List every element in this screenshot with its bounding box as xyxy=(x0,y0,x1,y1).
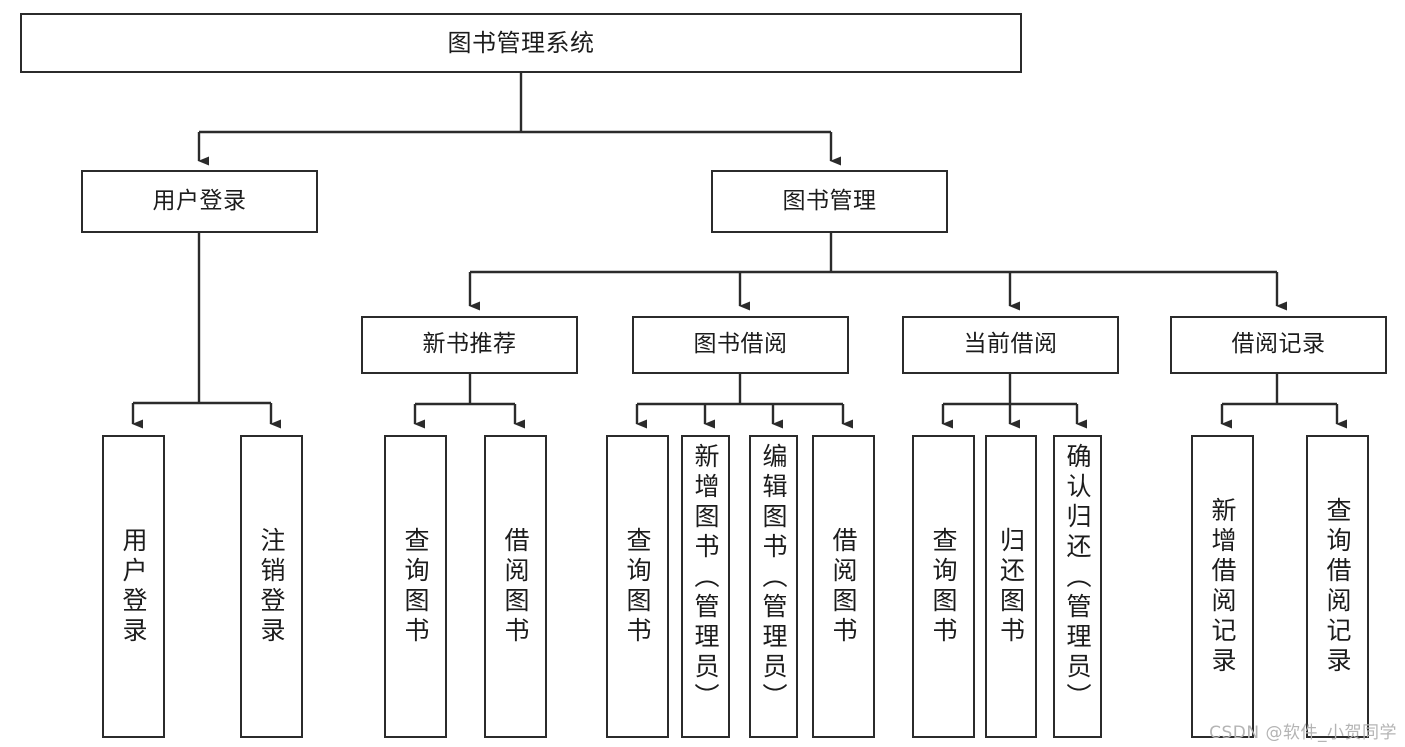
leaf-query-book-3[interactable]: 查询图书 xyxy=(912,435,975,738)
leaf-query-book-2-label: 查询图书 xyxy=(623,526,652,647)
leaf-add-record[interactable]: 新增借阅记录 xyxy=(1191,435,1254,738)
node-new-book-rec-label: 新书推荐 xyxy=(422,331,517,358)
node-book-borrow-label: 图书借阅 xyxy=(693,331,788,358)
leaf-return-book[interactable]: 归还图书 xyxy=(985,435,1037,738)
leaf-add-book-label: 新增图书（管理员） xyxy=(691,443,720,713)
csdn-watermark: CSDN @软件_小贺同学 xyxy=(1209,723,1397,743)
leaf-logout-label: 注销登录 xyxy=(257,526,286,647)
leaf-return-book-label: 归还图书 xyxy=(996,526,1026,647)
leaf-add-book[interactable]: 新增图书（管理员） xyxy=(681,435,730,738)
node-current-borrow-label: 当前借阅 xyxy=(963,331,1058,358)
leaf-borrow-book-2-label: 借阅图书 xyxy=(829,526,858,647)
leaf-borrow-book-1[interactable]: 借阅图书 xyxy=(484,435,547,738)
leaf-query-book-1-label: 查询图书 xyxy=(401,526,430,647)
node-user-login[interactable]: 用户登录 xyxy=(81,170,318,233)
leaf-edit-book-label: 编辑图书（管理员） xyxy=(759,443,788,713)
node-current-borrow[interactable]: 当前借阅 xyxy=(902,316,1119,374)
leaf-user-login-label: 用户登录 xyxy=(119,526,148,647)
node-book-manage[interactable]: 图书管理 xyxy=(711,170,948,233)
leaf-borrow-book-1-label: 借阅图书 xyxy=(501,526,530,647)
leaf-confirm-return-label: 确认归还（管理员） xyxy=(1063,443,1092,713)
leaf-query-record-label: 查询借阅记录 xyxy=(1323,496,1352,677)
node-book-manage-label: 图书管理 xyxy=(782,187,877,214)
leaf-add-record-label: 新增借阅记录 xyxy=(1208,496,1237,677)
node-borrow-record-label: 借阅记录 xyxy=(1231,331,1326,358)
leaf-query-book-2[interactable]: 查询图书 xyxy=(606,435,669,738)
node-new-book-rec[interactable]: 新书推荐 xyxy=(361,316,578,374)
node-borrow-record[interactable]: 借阅记录 xyxy=(1170,316,1387,374)
leaf-query-record[interactable]: 查询借阅记录 xyxy=(1306,435,1369,738)
leaf-edit-book[interactable]: 编辑图书（管理员） xyxy=(749,435,798,738)
node-user-login-label: 用户登录 xyxy=(152,187,247,214)
node-root-label: 图书管理系统 xyxy=(447,28,595,57)
leaf-query-book-1[interactable]: 查询图书 xyxy=(384,435,447,738)
leaf-logout[interactable]: 注销登录 xyxy=(240,435,303,738)
leaf-user-login[interactable]: 用户登录 xyxy=(102,435,165,738)
leaf-query-book-3-label: 查询图书 xyxy=(929,526,958,647)
leaf-confirm-return[interactable]: 确认归还（管理员） xyxy=(1053,435,1102,738)
leaf-borrow-book-2[interactable]: 借阅图书 xyxy=(812,435,875,738)
node-root[interactable]: 图书管理系统 xyxy=(20,13,1022,73)
node-book-borrow[interactable]: 图书借阅 xyxy=(632,316,849,374)
